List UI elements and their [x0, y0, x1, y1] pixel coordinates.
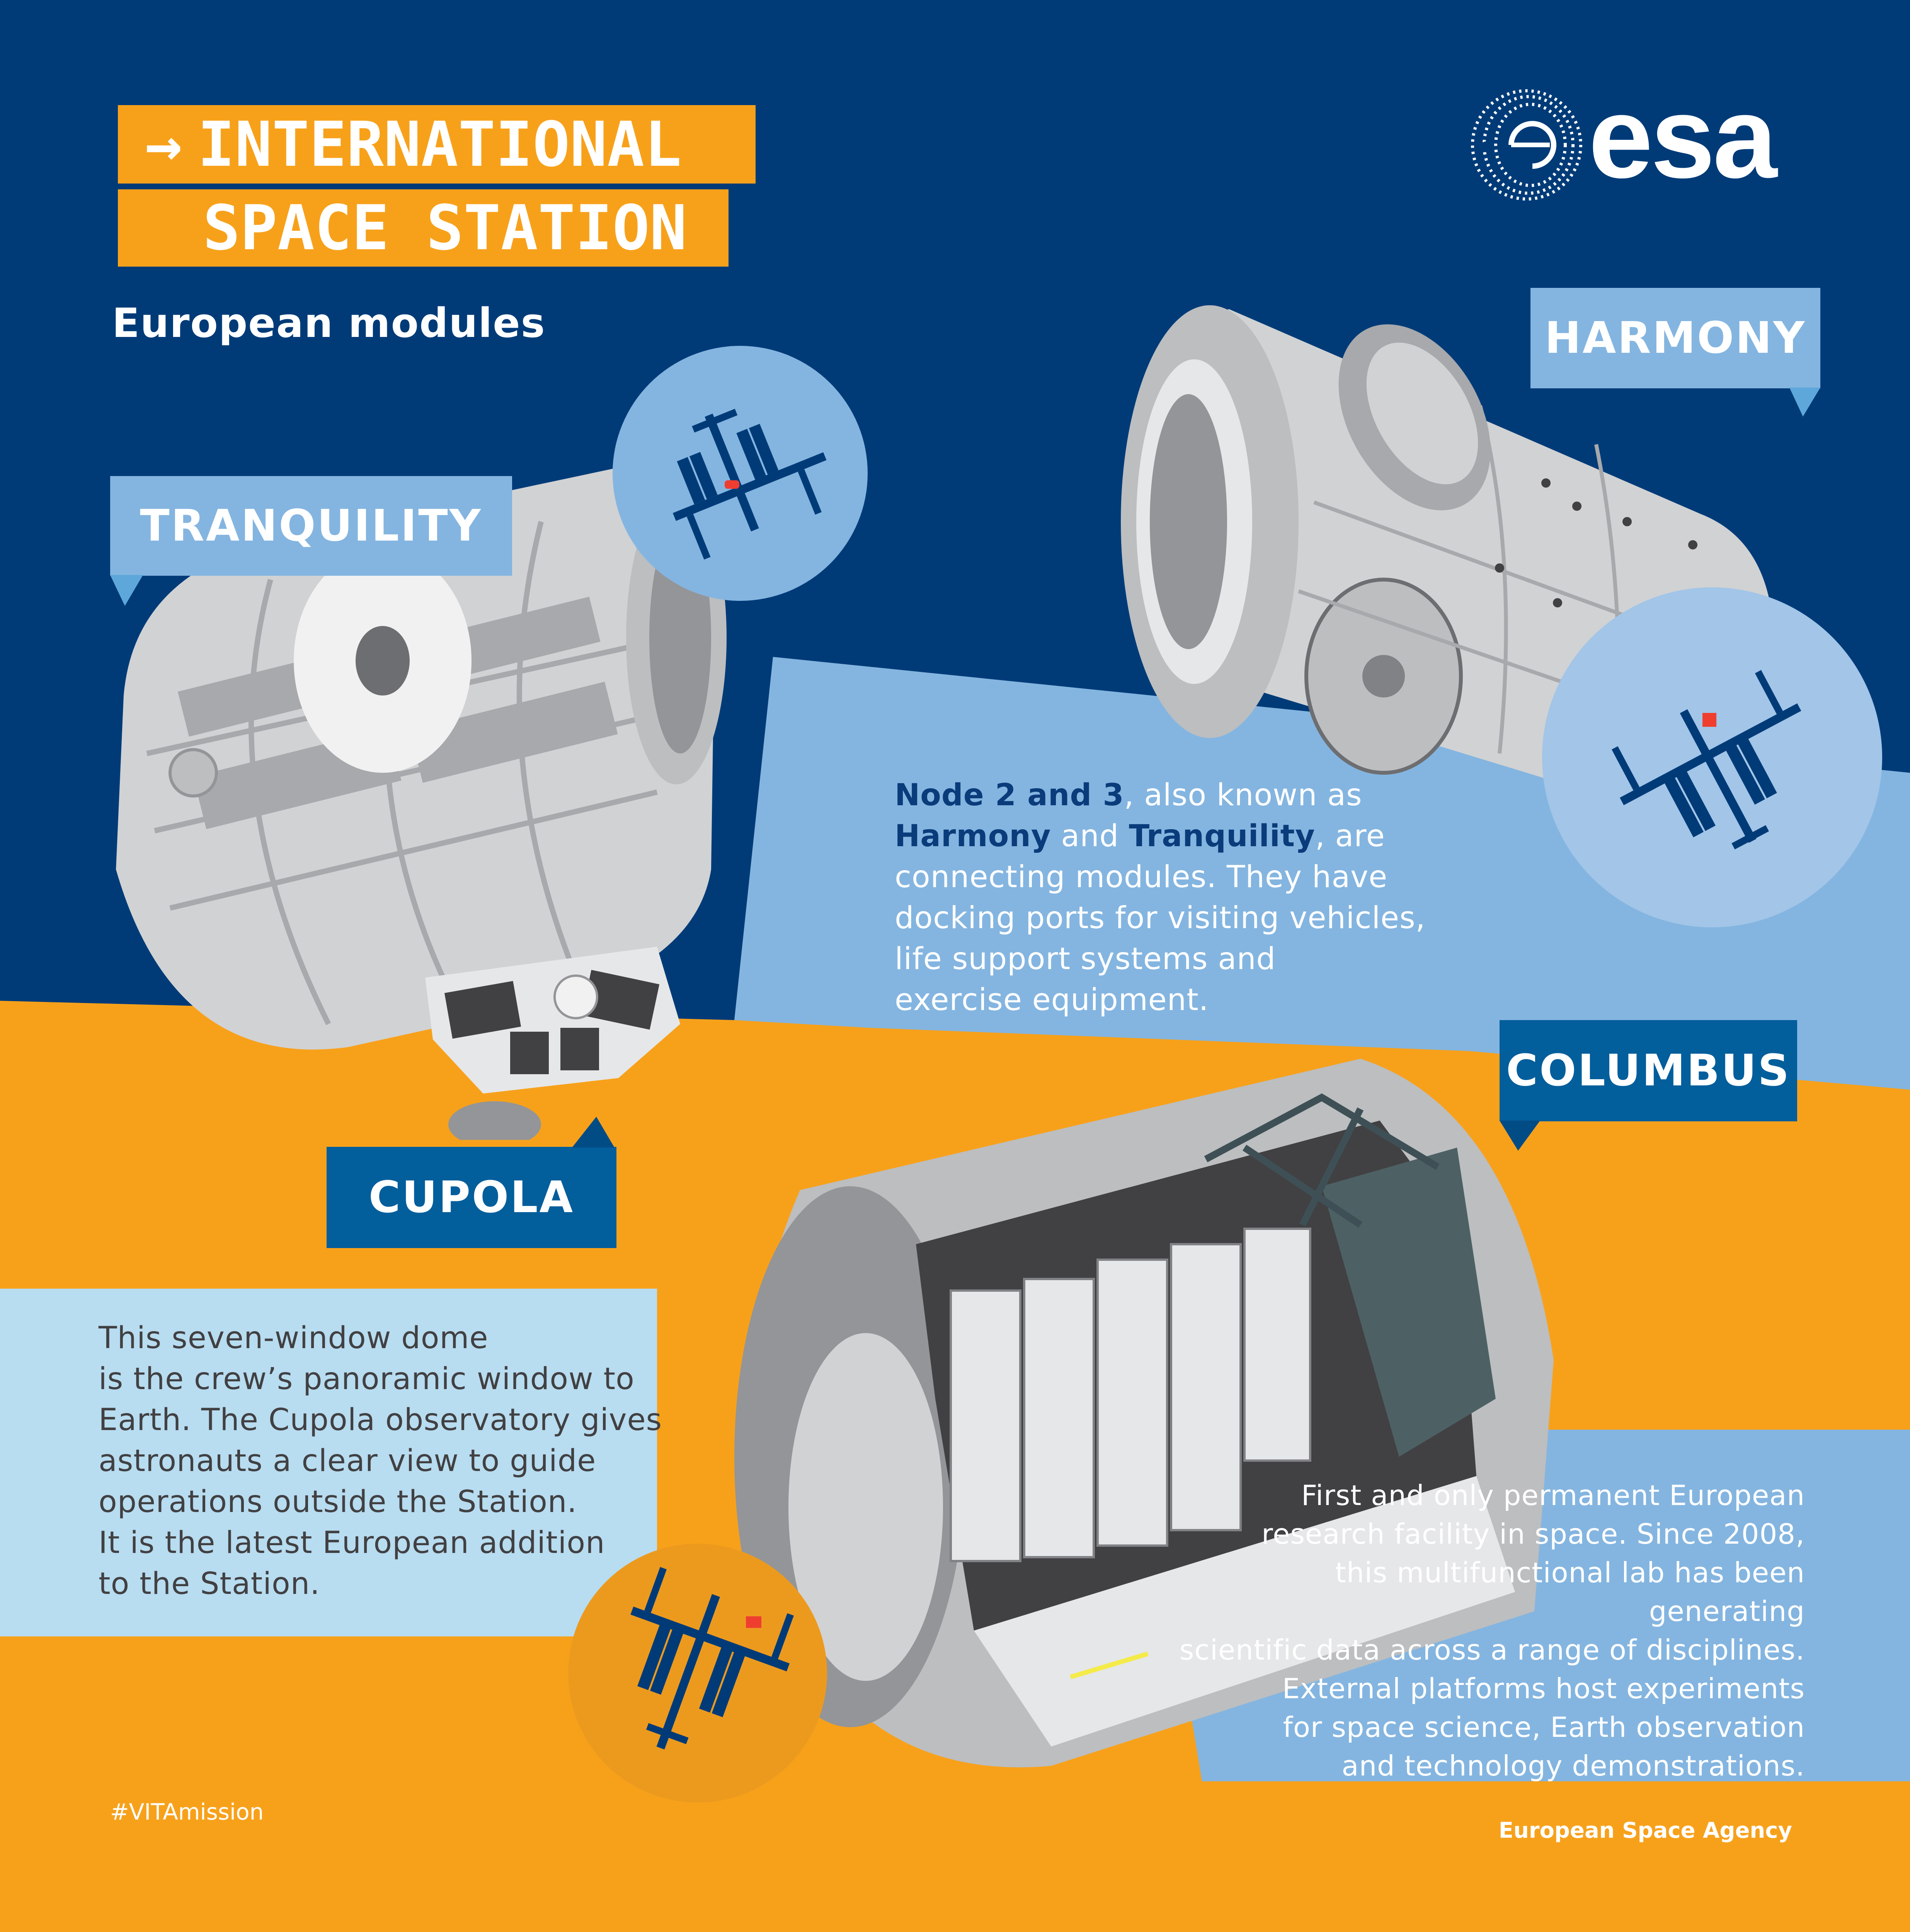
cupola-label: CUPOLA	[327, 1147, 616, 1248]
cupola-text-line: astronauts a clear view to guide	[99, 1444, 596, 1478]
cupola-label-pointer	[572, 1117, 615, 1148]
tranquility-module-illustration	[116, 468, 727, 1140]
columbus-text-line: scientific data across a range of discip…	[1179, 1634, 1805, 1666]
arrow-right-icon: →	[145, 108, 182, 180]
columbus-text-line: for space science, Earth observation	[1283, 1711, 1805, 1743]
title-text-1: INTERNATIONAL	[197, 108, 682, 180]
node-text-line: docking ports for visiting vehicles,	[895, 901, 1426, 935]
harmony-highlight-text: Harmony	[895, 819, 1051, 854]
esa-wordmark: esa	[1588, 72, 1777, 202]
columbus-module-illustration	[734, 1059, 1554, 1767]
node-text: , also known as	[1124, 778, 1362, 813]
cupola-text-line: This seven-window dome	[99, 1321, 489, 1355]
iss-locator-circle-harmony	[1542, 587, 1882, 927]
columbus-text-line: External platforms host experiments	[1282, 1672, 1805, 1705]
cupola-text-line: operations outside the Station.	[99, 1485, 577, 1519]
iss-locator-circle-tranquility	[613, 346, 868, 601]
tranquility-label-pointer	[110, 575, 143, 606]
harmony-highlight	[1702, 713, 1716, 727]
columbus-description: First and only permanent European resear…	[1179, 1476, 1805, 1785]
node-highlight: Node 2 and 3	[895, 778, 1124, 813]
cupola-text-line: to the Station.	[99, 1566, 320, 1601]
columbus-label: COLUMBUS	[1500, 1020, 1797, 1121]
title-line-1: → INTERNATIONAL	[118, 105, 756, 184]
title-line-2: SPACE STATION	[118, 189, 729, 267]
iss-locator-circle-cupola	[568, 1544, 827, 1803]
node-text-line: exercise equipment.	[895, 983, 1209, 1017]
node-text: and	[1051, 819, 1129, 854]
cupola-text-line: is the crew’s panoramic window to	[99, 1362, 635, 1396]
cupola-highlight	[746, 1616, 761, 1628]
node-text-line: life support systems and	[895, 942, 1276, 976]
page-subtitle: European modules	[112, 299, 546, 347]
cupola-text-line: It is the latest European addition	[99, 1526, 605, 1560]
columbus-text-line: research facility in space. Since 2008,	[1261, 1518, 1805, 1550]
harmony-label-pointer	[1789, 388, 1820, 417]
organization-name: European Space Agency	[1498, 1818, 1792, 1843]
hashtag: #VITAmission	[110, 1799, 264, 1825]
cupola-text-line: Earth. The Cupola observatory gives	[99, 1403, 662, 1437]
tranquility-highlight	[725, 480, 739, 489]
node-text-line: connecting modules. They have	[895, 860, 1388, 895]
tranquility-highlight-text: Tranquility	[1129, 819, 1315, 854]
columbus-label-pointer	[1500, 1121, 1540, 1151]
title-text-2: SPACE STATION	[203, 192, 687, 264]
cupola-description: This seven-window dome is the crew’s pan…	[99, 1318, 678, 1604]
esa-logo: esa	[1469, 79, 1809, 203]
esa-swirl-logo-icon	[1471, 89, 1582, 201]
harmony-label: HARMONY	[1530, 288, 1820, 388]
columbus-text-line: this multifunctional lab has been genera…	[1335, 1556, 1805, 1628]
columbus-text-line: and technology demonstrations.	[1341, 1750, 1805, 1782]
columbus-text-line: First and only permanent European	[1301, 1479, 1805, 1512]
node-description: Node 2 and 3, also known as Harmony and …	[895, 775, 1474, 1020]
node-text: , are	[1315, 819, 1385, 854]
tranquility-label: TRANQUILITY	[110, 476, 512, 576]
